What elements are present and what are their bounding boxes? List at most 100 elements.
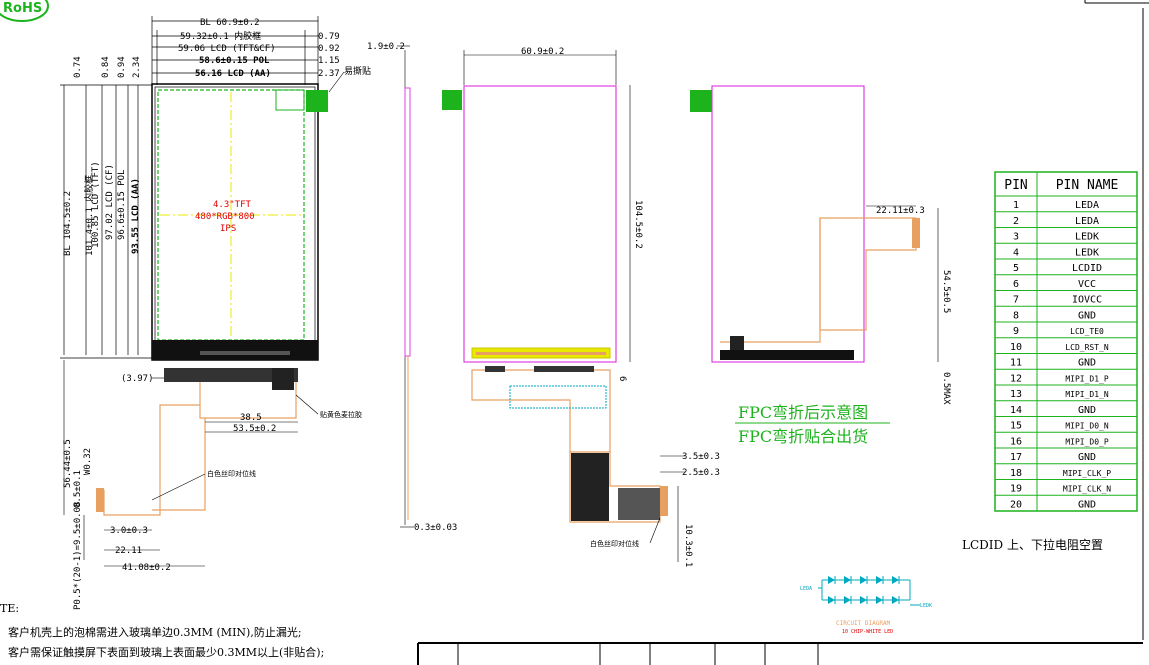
white-line-label: 白色丝印对位线: [207, 469, 256, 478]
pin-header-name: PIN NAME: [1056, 178, 1119, 193]
folded-dim-54-5: 54.5±0.5: [941, 270, 951, 313]
pin-number: 11: [1010, 358, 1022, 369]
led-symbol: [844, 596, 851, 604]
easy-tear-tab: [306, 90, 328, 112]
panel-type-text: IPS: [220, 224, 236, 234]
dim-right-1-15: 1.15: [318, 56, 340, 66]
pin-number: 14: [1010, 405, 1022, 416]
dim-bl-height: BL 104.5±0.2: [63, 191, 73, 256]
dim-inner-frame-width: 59.32±0.1 内胶框: [180, 30, 261, 42]
dim-1-9: 1.9±0.2: [367, 42, 405, 52]
offset-0-74: 0.74: [73, 56, 83, 78]
circuit-subtitle: 10 CHIP-WHITE LED: [842, 629, 893, 635]
folded-view: 22.11±0.3 54.5±0.5 0.5MAX FPC弯折后示意图 FPC弯…: [690, 85, 951, 446]
pin-name: MIPI_CLK_P: [1063, 469, 1111, 478]
dim-22-11: 22.11: [115, 546, 142, 556]
offset-2-34: 2.34: [132, 56, 142, 78]
pin-number: 15: [1010, 421, 1022, 432]
back-dim-10-3: 10.3±0.1: [683, 524, 693, 567]
back-outline: [463, 85, 617, 363]
back-white-line-label: 白色丝印对位线: [590, 539, 639, 548]
pin-number: 7: [1013, 295, 1019, 306]
dim-lcd-cf-height: 97.02 LCD (CF): [105, 164, 115, 240]
dim-aa-height: 93.55 LCD (AA): [131, 178, 141, 254]
dim-lcd-tft-height: 100.85 LCD (TFT): [91, 161, 101, 248]
side-view: 1.9±0.2 0.3±0.03: [367, 42, 457, 533]
pin-number: 16: [1010, 436, 1022, 447]
pin-name: GND: [1078, 405, 1096, 416]
back-dim-6: 6: [617, 376, 627, 381]
led-symbol: [892, 596, 899, 604]
pin-name: LCDID: [1072, 263, 1102, 274]
pin-name: MIPI_CLK_N: [1063, 485, 1111, 494]
back-view: 60.9±0.2 104.5±0.2 6 3.5±0.3 2.5±0.3 10.…: [442, 47, 720, 567]
fpc-gold-fingers: [96, 488, 104, 512]
led-symbol: [860, 596, 867, 604]
folded-dim-max: 0.5MAX: [941, 372, 951, 405]
led-symbol: [828, 596, 835, 604]
pin-number: 19: [1010, 484, 1022, 495]
pin-number: 10: [1010, 342, 1022, 353]
panel-size-text: 4.3"TFT: [213, 200, 252, 210]
pin-number: 3: [1013, 232, 1019, 243]
back-dim-3-5: 3.5±0.3: [682, 452, 720, 462]
dim-56-44: 56.44±0.5: [63, 439, 73, 488]
pin-number: 17: [1010, 452, 1022, 463]
dim-bl-width: BL 60.9±0.2: [200, 18, 260, 28]
pin-name: LCD_RST_N: [1065, 343, 1109, 352]
pin-name: GND: [1078, 452, 1096, 463]
circuit-diagram: LEDA LEDK CIRCUIT DIAGRAM 10 CHIP-WHITE …: [800, 576, 932, 635]
dim-lcd-tft-cf-width: 59.06 LCD (TFT&CF): [178, 44, 276, 54]
pin-name: LEDA: [1075, 216, 1099, 227]
panel-resolution-text: 480*RGB*800: [195, 212, 255, 222]
dim-3-0: 3.0±0.3: [110, 526, 148, 536]
dim-41-08: 41.08±0.2: [122, 563, 171, 573]
dim-inner-frame-height: 101.4±0.1 内胶框: [83, 175, 95, 256]
title-block: [417, 642, 1143, 665]
notes: TE: 客户机壳上的泡棉需进入玻璃单边0.3MM (MIN),防止漏光; 客户需…: [0, 602, 324, 659]
circuit-ledk: LEDK: [920, 603, 932, 609]
pin-number: 2: [1013, 216, 1019, 227]
led-symbol: [876, 576, 883, 584]
offset-0-94: 0.94: [117, 56, 127, 78]
dim-right-0-79: 0.79: [318, 32, 340, 42]
pin-name: VCC: [1078, 279, 1096, 290]
note-line-1: 客户机壳上的泡棉需进入玻璃单边0.3MM (MIN),防止漏光;: [8, 625, 302, 639]
pin-name: GND: [1078, 310, 1096, 321]
pin-number: 1: [1013, 200, 1019, 211]
pin-name: GND: [1078, 499, 1096, 510]
dim-right-2-37: 2.37: [318, 69, 340, 79]
folded-caption-2: FPC弯折贴合出货: [738, 427, 868, 446]
pin-number: 8: [1013, 310, 1019, 321]
pin-name: MIPI_D1_P: [1065, 374, 1109, 383]
dim-aa-width: 56.16 LCD (AA): [195, 69, 271, 79]
pin-name: MIPI_D0_N: [1065, 422, 1109, 431]
pin-name: LEDK: [1075, 247, 1099, 258]
back-height-dim: 104.5±0.2: [633, 200, 643, 249]
pin-name: MIPI_D0_P: [1065, 437, 1109, 446]
rohs-logo: RoHS: [0, 0, 49, 22]
yellow-tape-label: 贴黄色麦拉胶: [320, 410, 362, 419]
pin-number: 9: [1013, 326, 1019, 337]
dim-38-5: 38.5: [240, 413, 262, 423]
dim-pitch: P0.5*(20-1)=9.5±0.08: [73, 502, 83, 610]
note-line-2: 客户需保证触摸屏下表面到玻璃上表面最少0.3MM以上(非贴合);: [8, 645, 324, 659]
back-dim-2-5: 2.5±0.3: [682, 468, 720, 478]
pin-number: 13: [1010, 389, 1022, 400]
pin-number: 4: [1013, 247, 1019, 258]
lcdid-note: LCDID 上、下拉电阻空置: [962, 537, 1103, 552]
pin-number: 6: [1013, 279, 1019, 290]
pin-number: 12: [1010, 373, 1022, 384]
led-symbol: [892, 576, 899, 584]
dim-0-3: 0.3±0.03: [414, 523, 457, 533]
dim-fpc-offset: (3.97): [121, 374, 154, 384]
dim-pol-height: 96.6±0.15 POL: [117, 170, 127, 240]
circuit-title: CIRCUIT DIAGRAM: [836, 620, 891, 627]
pin-name: LCD_TE0: [1070, 327, 1104, 336]
dim-right-0-92: 0.92: [318, 44, 340, 54]
back-width-dim: 60.9±0.2: [521, 47, 564, 57]
led-symbol: [844, 576, 851, 584]
front-view: BL 60.9±0.2 59.32±0.1 内胶框 59.06 LCD (TFT…: [60, 16, 371, 610]
